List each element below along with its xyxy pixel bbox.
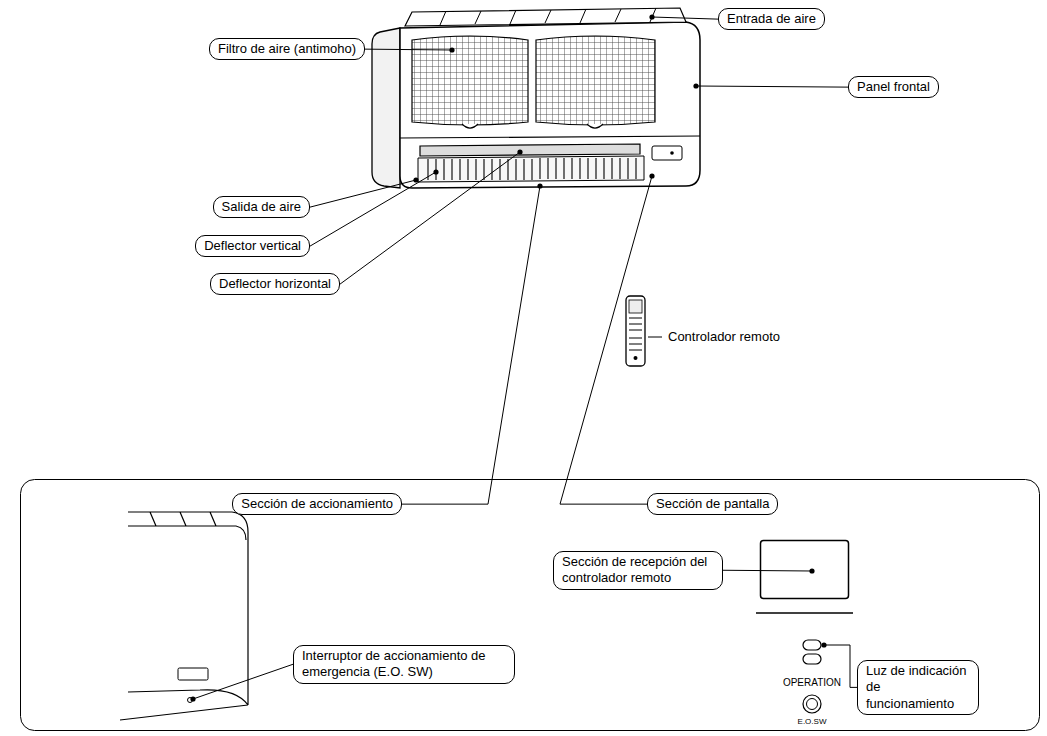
callout-box: Luz de indicación de funcionamiento: [857, 660, 979, 715]
display-edge: [756, 612, 853, 614]
leader-line: [340, 152, 520, 284]
display-window: [178, 668, 208, 680]
eo-switch-button: [803, 695, 821, 713]
display-window: [652, 146, 682, 160]
leader-line: [365, 49, 452, 51]
air-filter: [536, 36, 655, 125]
leader-line: [560, 176, 652, 504]
callout-text: Luz de indicación de funcionamiento: [866, 663, 970, 712]
callout-text: Sección de accionamiento: [241, 496, 393, 512]
leader-line: [193, 664, 293, 699]
leader-dot: [649, 173, 654, 178]
horizontal-deflector: [420, 144, 640, 156]
callout-box: Deflector horizontal: [210, 273, 340, 295]
unit-side: [372, 28, 400, 188]
callout-text: Interruptor de accionamiento de emergenc…: [302, 648, 506, 681]
callout-text: Filtro de aire (antimoho): [218, 41, 356, 57]
leader-dot: [821, 642, 826, 647]
callout-box: Sección de pantalla: [647, 493, 778, 515]
leader-line: [696, 86, 848, 87]
callout-box: Sección de accionamiento: [232, 493, 402, 515]
vertical-deflector: [428, 158, 636, 180]
inlet-slats: [440, 8, 656, 25]
callout-box: Entrada de aire: [718, 8, 825, 30]
unit-body: [400, 22, 700, 188]
leader-dot: [649, 14, 654, 19]
eo-switch-button: [807, 699, 818, 710]
leader-dot: [413, 177, 418, 182]
unit-corner: [120, 512, 248, 720]
leader-dot: [190, 696, 195, 701]
receiver-window: [761, 541, 849, 599]
remote-body: [626, 296, 645, 366]
callout-box: Sección de recepción del controlador rem…: [553, 551, 723, 590]
leader-line: [652, 17, 718, 19]
callout-box: Interruptor de accionamiento de emergenc…: [293, 645, 515, 684]
part-label: Controlador remoto: [668, 329, 780, 345]
remote-button: [634, 356, 638, 360]
callout-box: Filtro de aire (antimoho): [209, 38, 365, 60]
callout-box: Panel frontal: [848, 76, 939, 98]
leader-dot: [433, 169, 438, 174]
air-inlet-grille: [405, 8, 686, 26]
callout-box: Salida de aire: [213, 196, 311, 218]
callout-text: Deflector horizontal: [219, 276, 331, 292]
leader-line: [310, 172, 436, 246]
leader-dot: [693, 83, 698, 88]
leader-dot: [537, 183, 542, 188]
callout-text: Entrada de aire: [727, 11, 816, 27]
remote-screen: [629, 300, 642, 313]
remote-buttons: [629, 318, 642, 350]
indicator-lamp: [803, 654, 821, 664]
leader-line: [723, 570, 812, 572]
callout-text: Panel frontal: [857, 79, 930, 95]
part-label: OPERATION: [783, 677, 841, 689]
leader-dot: [517, 149, 522, 154]
panel-edge: [400, 136, 700, 138]
leader-dot: [449, 47, 454, 52]
detail-panel: [21, 480, 1040, 731]
part-label: E.O.SW: [798, 717, 827, 727]
callout-text: Deflector vertical: [204, 238, 301, 254]
filter-tab: [462, 124, 603, 128]
leader-line: [648, 337, 662, 338]
air-outlet: [418, 156, 644, 182]
callout-text: Sección de recepción del controlador rem…: [562, 554, 714, 587]
callout-text: Sección de pantalla: [656, 496, 769, 512]
callout-box: Deflector vertical: [195, 235, 310, 257]
display-dot: [670, 151, 674, 155]
leader-line: [402, 186, 540, 504]
leader-dot: [809, 568, 814, 573]
indicator-lamp: [803, 640, 821, 650]
callout-text: Salida de aire: [222, 199, 302, 215]
